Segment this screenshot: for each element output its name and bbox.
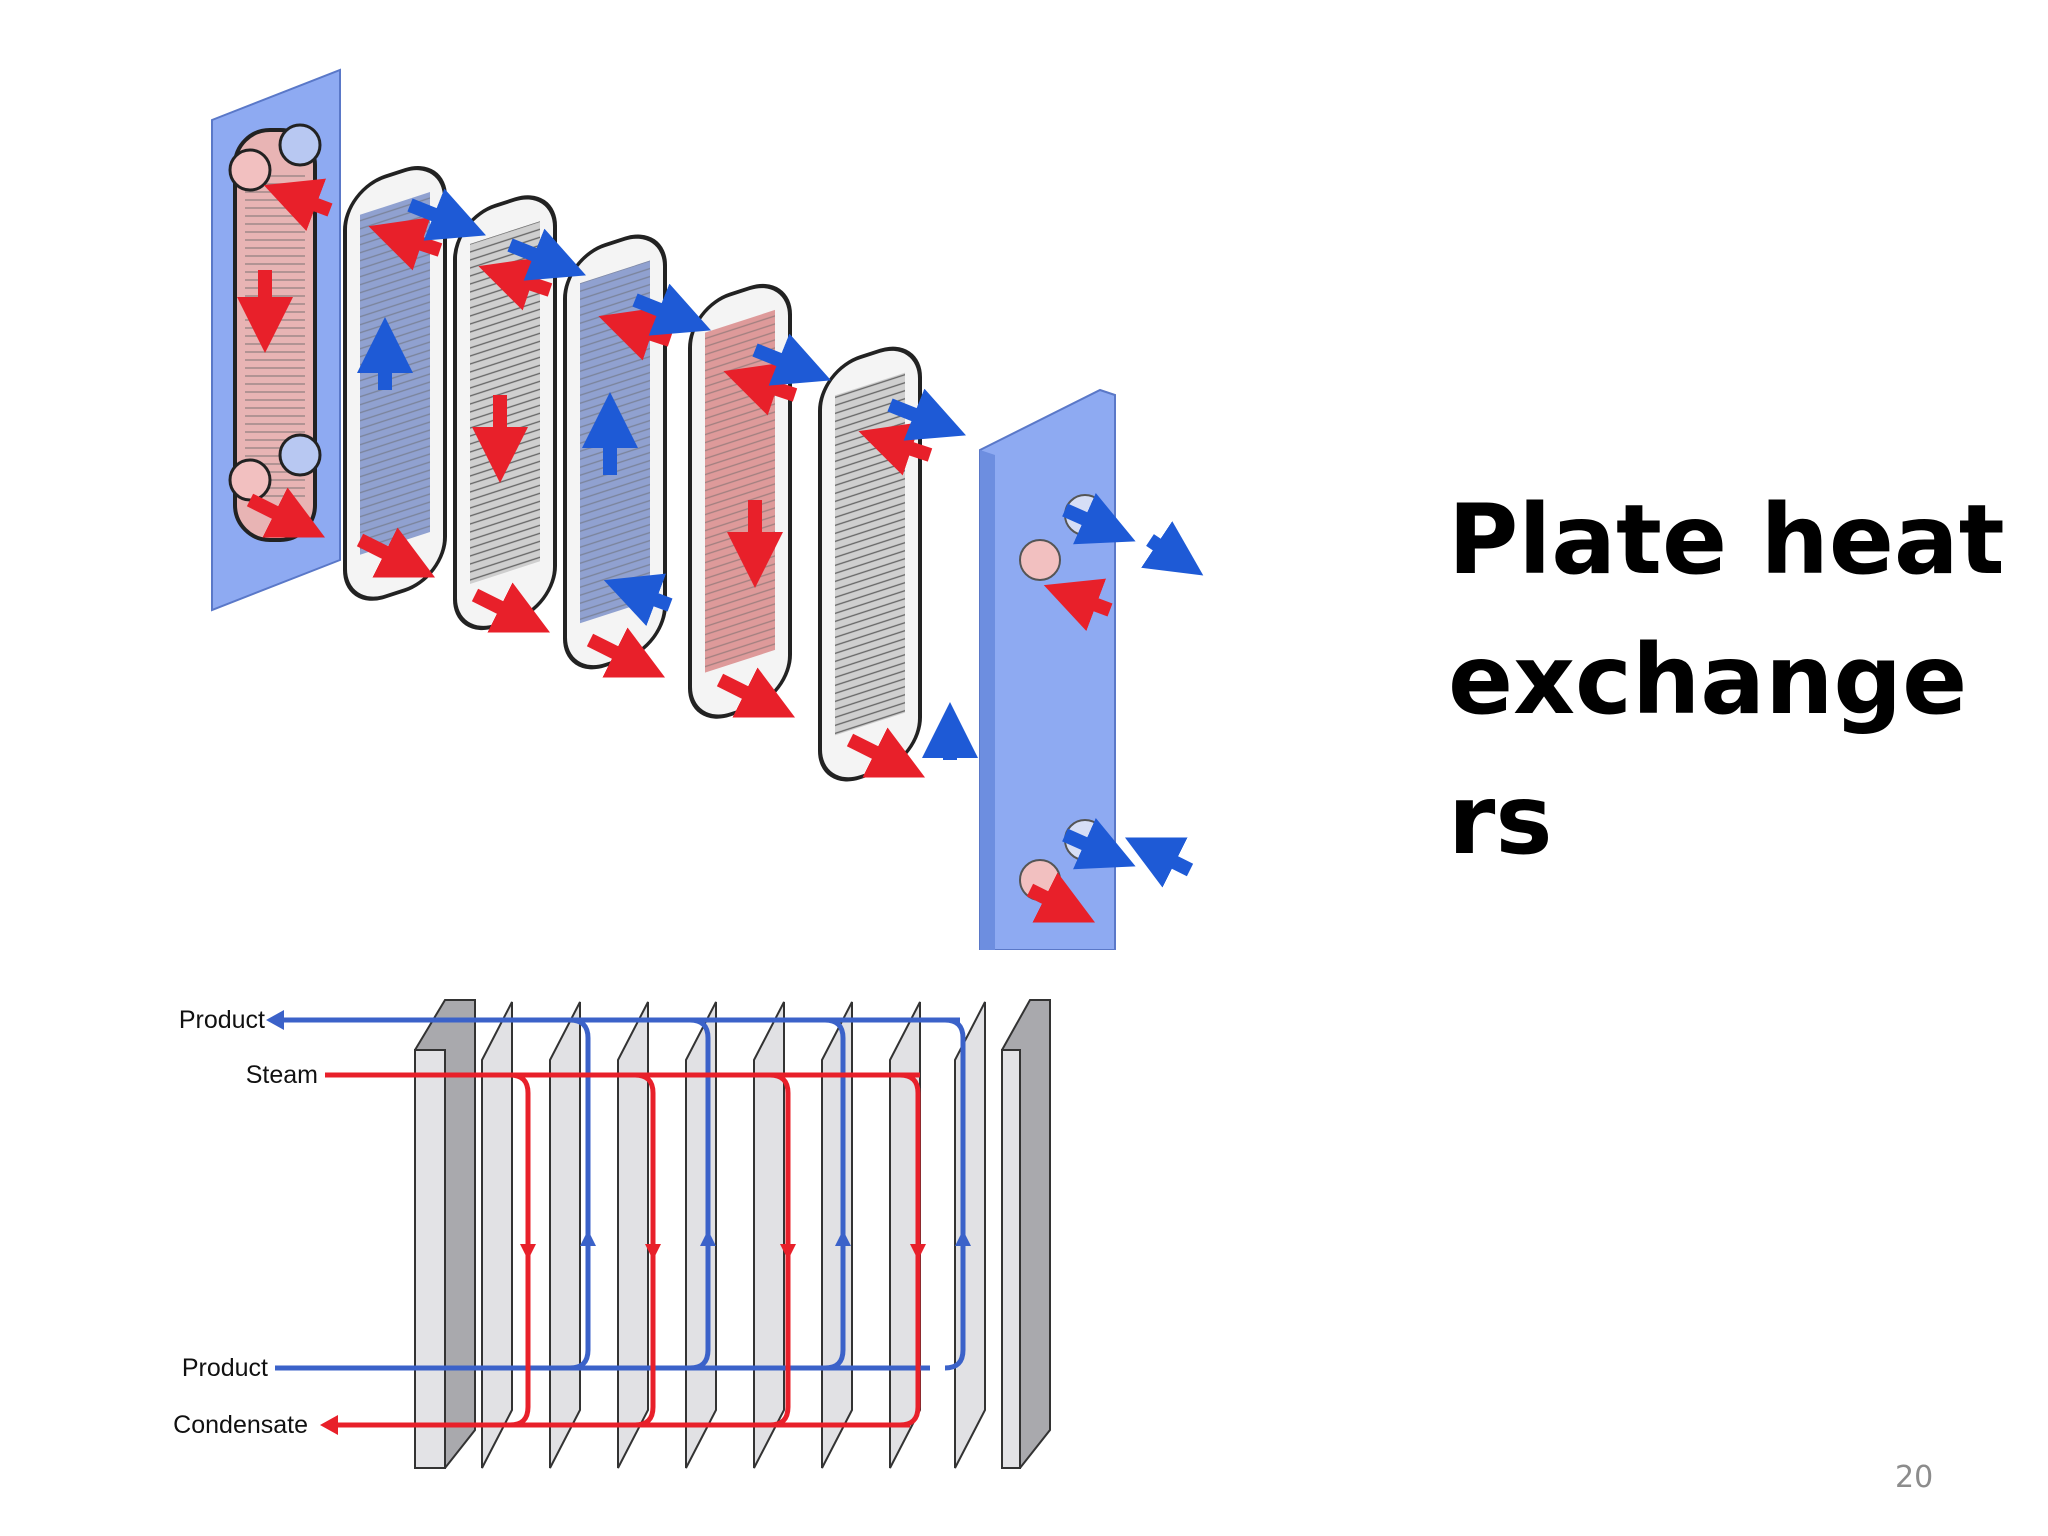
steam-flow-lines — [320, 1072, 926, 1435]
label-steam-in: Steam — [246, 1061, 318, 1089]
label-condensate-out: Condensate — [173, 1411, 308, 1439]
left-frame-plate — [211, 68, 341, 612]
flow-schematic: Product Steam Product Condensate — [173, 999, 1051, 1469]
schematic-plates — [414, 999, 1051, 1469]
exploded-plate-illustration — [211, 68, 1204, 950]
flow-arrows-cold — [357, 188, 1204, 888]
heat-plate-1 — [343, 165, 447, 601]
page-number: 20 — [1895, 1460, 1934, 1495]
label-product-out: Product — [179, 1006, 265, 1034]
heat-plate-4 — [688, 283, 792, 719]
product-flow-lines — [266, 1010, 971, 1371]
label-product-in: Product — [182, 1354, 268, 1382]
flow-arrows-hot — [237, 178, 1113, 923]
slide-title: Plate heat exchangers — [1448, 484, 2005, 876]
right-frame-plate — [979, 388, 1116, 950]
